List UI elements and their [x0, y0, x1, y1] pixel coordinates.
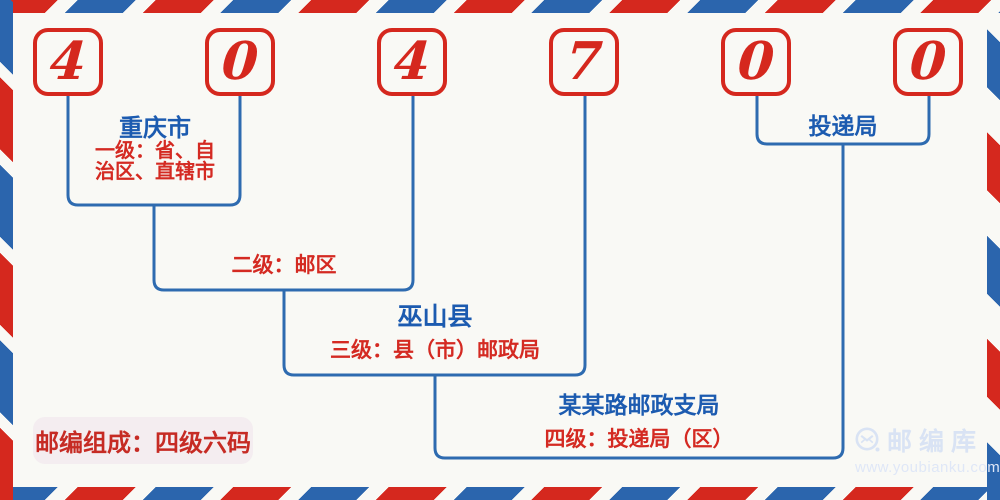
envelope-circle-icon [855, 427, 880, 452]
logo-url[interactable]: www.youbianku.com [855, 459, 1000, 476]
level2-description: 二级：邮区 [231, 254, 337, 277]
postal-digit-box-2: 0 [205, 28, 275, 96]
level4-description: 四级：投递局（区） [544, 428, 734, 451]
postal-digit-box-3: 4 [377, 28, 447, 96]
postal-digit: 4 [391, 31, 433, 92]
postal-digit: 0 [735, 31, 777, 92]
bracket-delivery [755, 96, 931, 146]
level1-description: 一级：省、自 治区、直辖市 [95, 141, 215, 183]
postal-digit-box-5: 0 [721, 28, 791, 96]
airmail-border-left [0, 0, 13, 500]
level1-description-line1: 一级：省、自 [95, 140, 215, 162]
delivery-office-label: 投递局 [808, 113, 878, 139]
airmail-border-top [0, 0, 1000, 13]
postal-digit: 7 [563, 31, 605, 92]
postal-digit-box-4: 7 [549, 28, 619, 96]
composition-badge: 邮编组成：四级六码 [33, 417, 253, 464]
airmail-border-right [987, 0, 1000, 500]
postal-digit: 0 [219, 31, 261, 92]
postal-digit: 4 [47, 31, 89, 92]
youbianku-logo[interactable]: 邮编库 www.youbianku.com [855, 422, 1000, 476]
level3-county-name: 巫山县 [397, 303, 473, 331]
level4-branch-name: 某某路邮政支局 [558, 392, 720, 418]
level1-description-line2: 治区、直辖市 [95, 161, 215, 183]
postal-digit-box-6: 0 [893, 28, 963, 96]
logo-brand-text[interactable]: 邮编库 [887, 428, 984, 456]
postal-digit-box-1: 4 [33, 28, 103, 96]
airmail-border-bottom [0, 487, 1000, 500]
composition-badge-text: 邮编组成：四级六码 [35, 428, 251, 457]
level1-region-name: 重庆市 [119, 115, 191, 142]
bracket-level4 [433, 144, 845, 460]
level3-description: 三级：县（市）邮政局 [330, 339, 540, 362]
postal-digit: 0 [907, 31, 949, 92]
